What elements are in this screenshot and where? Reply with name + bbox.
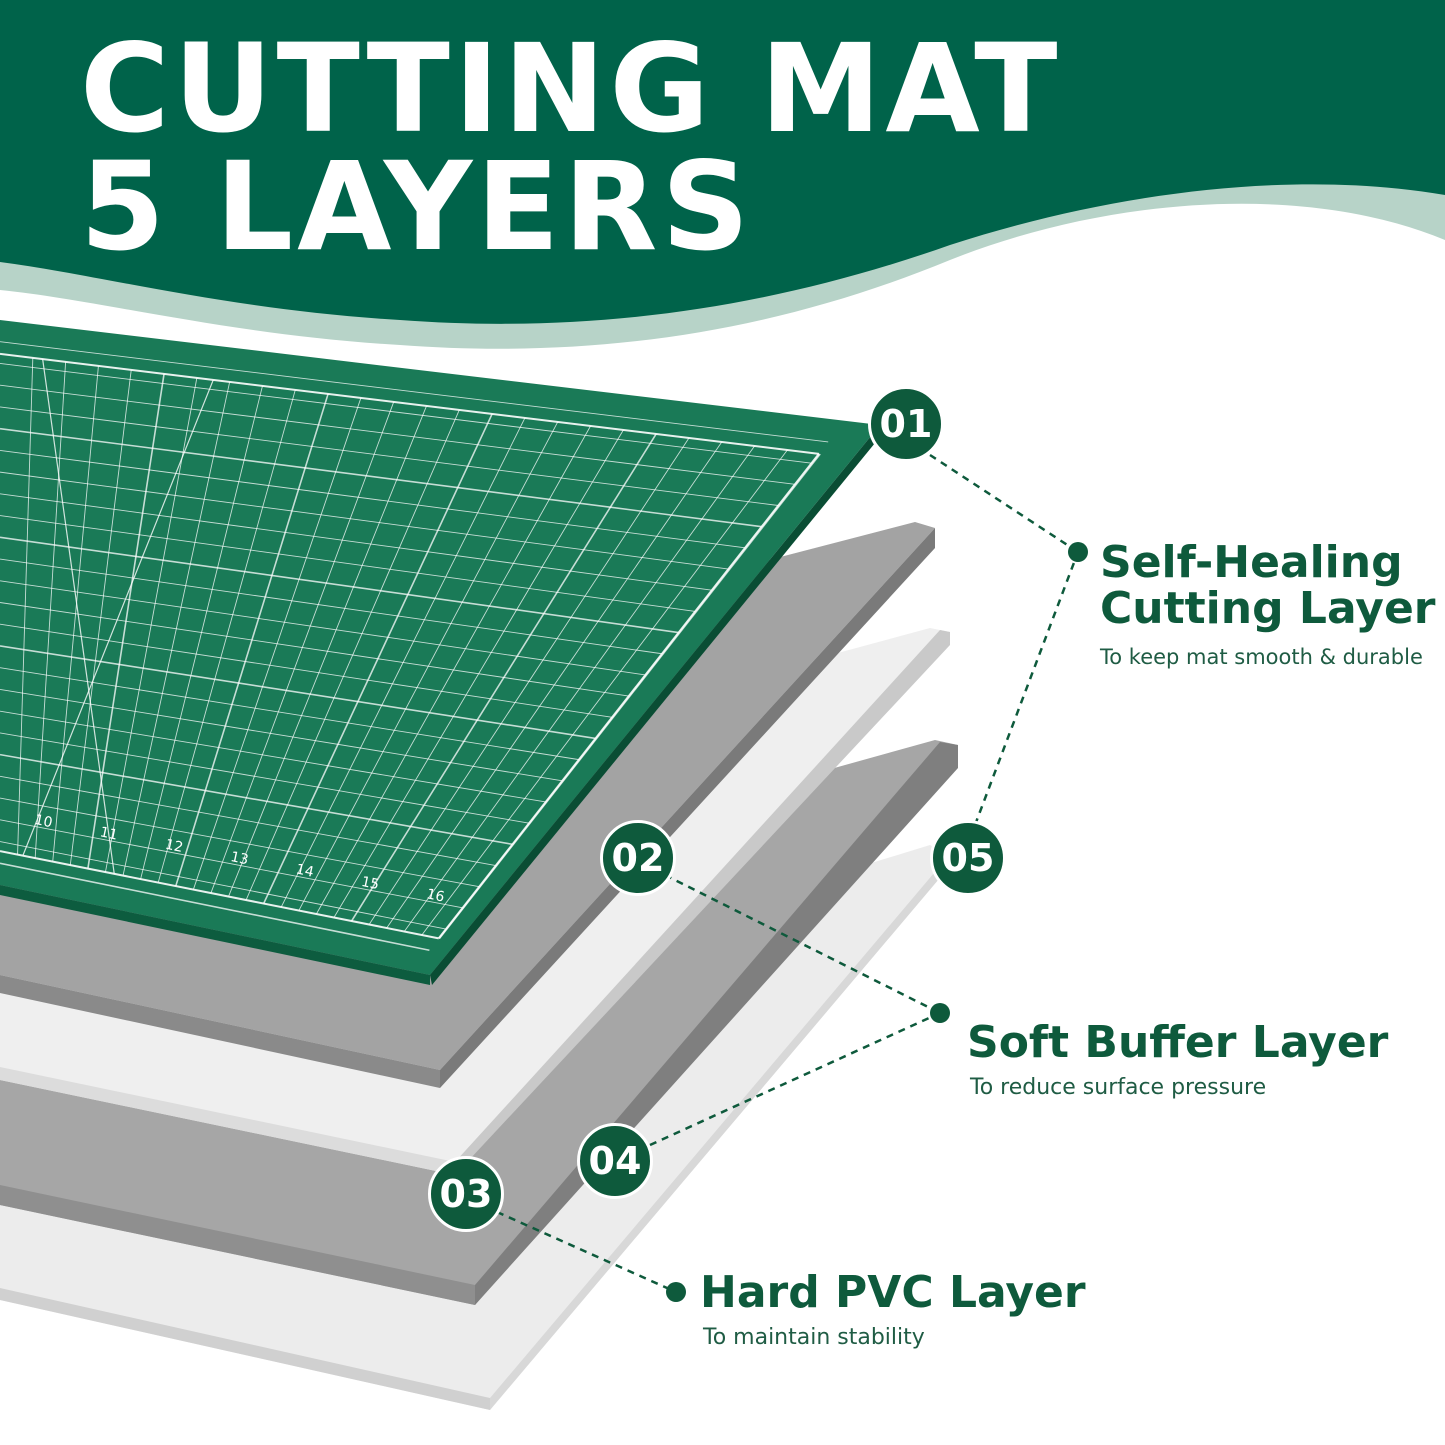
leader-lines bbox=[496, 453, 1080, 1294]
layer-white-middle-edge bbox=[0, 1067, 455, 1175]
mat-grid-line bbox=[262, 413, 493, 904]
label-hard-pvc-subtitle: To maintain stability bbox=[703, 1325, 925, 1350]
label-soft-buffer-subtitle: To reduce surface pressure bbox=[970, 1075, 1267, 1100]
mat-grid-line bbox=[0, 536, 679, 634]
mat-grid-line bbox=[386, 441, 723, 929]
mat-scale-number: 15 bbox=[360, 874, 381, 893]
mat-grid-line bbox=[368, 437, 690, 925]
mat-grid-line bbox=[0, 819, 463, 909]
mat-grid-line bbox=[0, 667, 580, 761]
mat-border-line bbox=[437, 453, 820, 939]
mat-diagonal-line bbox=[42, 359, 115, 874]
badge-01: 01 bbox=[868, 386, 944, 462]
mat-border-line bbox=[0, 352, 820, 455]
mat-grid-line bbox=[0, 862, 430, 952]
label-hard-pvc-title: Hard PVC Layer bbox=[700, 1267, 1086, 1318]
layer-white-middle-side bbox=[455, 630, 950, 1175]
mat-scale-number: 11 bbox=[98, 824, 119, 843]
mat-grid-line bbox=[245, 409, 460, 901]
mat-scale-number: 10 bbox=[33, 812, 54, 831]
layer-gray-lower-edge bbox=[0, 1185, 475, 1305]
badge-03: 03 bbox=[428, 1156, 504, 1232]
leader-line-03 bbox=[496, 1210, 677, 1294]
label-self-healing-subtitle: To keep mat smooth & durable bbox=[1100, 645, 1423, 669]
connector-dot-top bbox=[1068, 542, 1088, 562]
connector-dot-middle bbox=[930, 1003, 950, 1023]
layer-bottom-light-edge bbox=[0, 1288, 490, 1410]
mat-grid-line bbox=[350, 433, 657, 922]
layer-bottom-light-side bbox=[490, 860, 955, 1410]
mat-grid-line bbox=[0, 841, 447, 930]
mat-grid-line bbox=[0, 775, 496, 866]
mat-grid-line bbox=[0, 406, 779, 506]
mat-grid-line bbox=[0, 515, 696, 612]
mat-grid-line bbox=[0, 710, 546, 803]
mat-grid-line bbox=[0, 384, 796, 485]
badge-05: 05 bbox=[930, 820, 1006, 896]
layer-gray-upper-edge bbox=[0, 975, 440, 1088]
mat-grid-line bbox=[0, 580, 646, 676]
mat-scale-number: 14 bbox=[294, 861, 315, 880]
layer-gray-upper-side bbox=[440, 528, 935, 1088]
mat-grid-line bbox=[0, 623, 613, 718]
header-wave bbox=[0, 0, 1445, 324]
mat-grid-line bbox=[0, 363, 812, 464]
leader-line-04 bbox=[649, 1011, 941, 1147]
badge-04: 04 bbox=[577, 1123, 653, 1199]
mat-grid-line bbox=[0, 688, 563, 782]
mat-grid-line bbox=[315, 425, 591, 915]
mat-grid-line bbox=[298, 421, 559, 911]
mat-grid-line bbox=[280, 417, 526, 908]
mat-grid-line bbox=[0, 602, 629, 697]
label-self-healing-title: Self-Healing Cutting Layer bbox=[1100, 537, 1436, 635]
cutting-mat-side bbox=[430, 425, 884, 985]
mat-diagonal-line bbox=[22, 379, 214, 856]
mat-grid-line bbox=[333, 429, 624, 918]
badge-02: 02 bbox=[600, 820, 676, 896]
mat-scale-number: 12 bbox=[164, 837, 185, 856]
page-title-line1: CUTTING MAT bbox=[80, 18, 1062, 160]
mat-grid-line bbox=[0, 427, 762, 528]
mat-grid-line bbox=[0, 471, 729, 570]
mat-grid-line bbox=[0, 797, 480, 888]
mat-grid-line bbox=[0, 732, 530, 824]
mat-scale-number: 16 bbox=[425, 886, 446, 905]
leader-line-05 bbox=[973, 551, 1080, 826]
mat-scale-number: 13 bbox=[229, 849, 250, 868]
mat-grid-line bbox=[0, 449, 746, 549]
mat-scale-numbers: 10 11 12 13 14 15 16 bbox=[33, 812, 446, 906]
mat-grid-line bbox=[0, 558, 663, 655]
mat-border-line bbox=[0, 850, 439, 940]
cutting-mat-edge bbox=[0, 885, 430, 985]
mat-grid-line bbox=[421, 449, 788, 936]
mat-grid-line bbox=[0, 341, 829, 443]
mat-grid-line bbox=[0, 753, 513, 846]
mat-grid-line bbox=[0, 645, 596, 740]
label-soft-buffer-title: Soft Buffer Layer bbox=[967, 1017, 1389, 1068]
leader-line-01 bbox=[929, 453, 1079, 554]
mat-grid bbox=[0, 341, 829, 952]
mat-grid-line bbox=[0, 493, 712, 591]
mat-grid-line bbox=[403, 445, 755, 932]
page-title-line2: 5 LAYERS bbox=[80, 136, 754, 278]
connector-dot-bottom bbox=[666, 1282, 686, 1302]
